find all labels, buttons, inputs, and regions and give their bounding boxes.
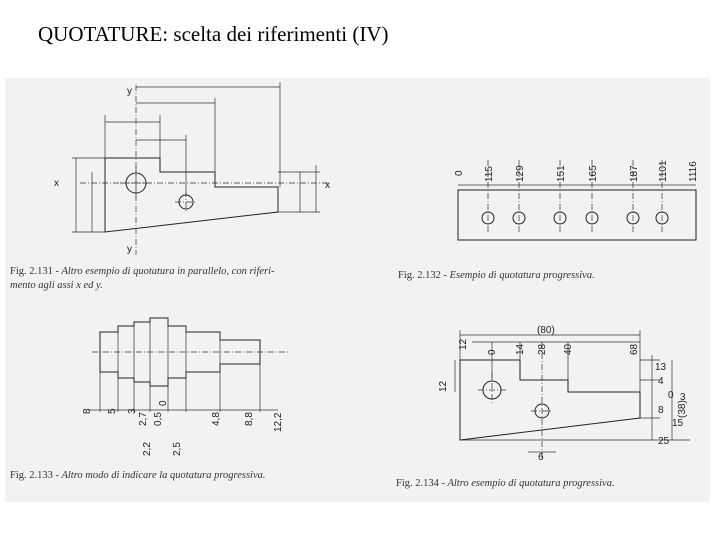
figure-2-132-drawing: 0 115 129 151 165 187 1101 1116 (454, 160, 699, 241)
dim-2-5: 2,5 (172, 442, 183, 456)
dim-0-top: 0 (487, 349, 498, 355)
dim-4: 4 (658, 376, 664, 387)
dim-2-7: 2,7 (138, 412, 149, 426)
dim-68: 68 (629, 343, 640, 355)
page-title: QUOTATURE: scelta dei riferimenti (IV) (38, 22, 389, 46)
caption-fig-2-134: Fig. 2.134 - Altro esempio di quotatura … (396, 478, 615, 489)
y-axis-label-bottom: y (127, 244, 132, 255)
y-axis-label-top: y (127, 86, 132, 97)
figure-2-131-drawing: y x x y (54, 82, 330, 255)
dim-0: 0 (454, 170, 465, 176)
dim-3: 3 (680, 392, 686, 403)
x-axis-label-left: x (54, 178, 59, 189)
dim-6: 6 (538, 452, 544, 463)
dim-2-2: 2,2 (142, 442, 153, 456)
caption-fig-2-132: Fig. 2.132 - Esempio di quotatura progre… (398, 270, 595, 281)
dim-80: (80) (537, 325, 555, 336)
figure-2-133-drawing: 8 5 3 2,7 2,2 0,5 0 2,5 4,8 8,8 12,2 (82, 317, 290, 456)
dim-8-8: 8,8 (244, 412, 255, 426)
dim-5: 5 (107, 408, 118, 414)
x-axis-label-right: x (325, 180, 330, 191)
dim-13: 13 (655, 362, 667, 373)
caption-fig-2-133: Fig. 2.133 - Altro modo di indicare la q… (10, 470, 266, 481)
dim-8: 8 (82, 408, 93, 414)
dim-25: 25 (658, 436, 670, 447)
dim-0-5: 0,5 (153, 412, 164, 426)
dim-0: 0 (158, 400, 169, 406)
dim-3: 3 (127, 408, 138, 414)
dim-12-2: 12,2 (273, 412, 284, 432)
dim-12-top: 12 (458, 338, 469, 350)
dim-40: 40 (563, 343, 574, 355)
dim-28: 28 (537, 343, 548, 355)
caption-fig-2-131: Fig. 2.131 - Altro esempio di quotatura … (10, 266, 275, 277)
caption-fig-2-131-line2: mento agli assi x ed y. (10, 280, 103, 291)
scanned-figure-sheet (5, 78, 710, 502)
dim-15: 15 (672, 418, 684, 429)
dim-187: 187 (629, 165, 640, 182)
dim-115: 115 (484, 166, 495, 182)
figure-2-134-drawing: (80) 12 0 14 28 40 68 13 4 0 3 8 15 (38)… (438, 325, 690, 463)
dim-1116: 1116 (688, 161, 699, 182)
dim-129: 129 (515, 165, 526, 182)
dim-4-8: 4,8 (211, 412, 222, 426)
dim-165: 165 (588, 165, 599, 182)
dim-1101: 1101 (658, 160, 669, 182)
dim-0-right: 0 (668, 390, 674, 401)
dim-12-left: 12 (438, 380, 449, 392)
dim-151: 151 (556, 165, 567, 182)
dim-8: 8 (658, 405, 664, 416)
dim-14: 14 (515, 343, 526, 355)
dim-38: (38) (677, 400, 688, 418)
